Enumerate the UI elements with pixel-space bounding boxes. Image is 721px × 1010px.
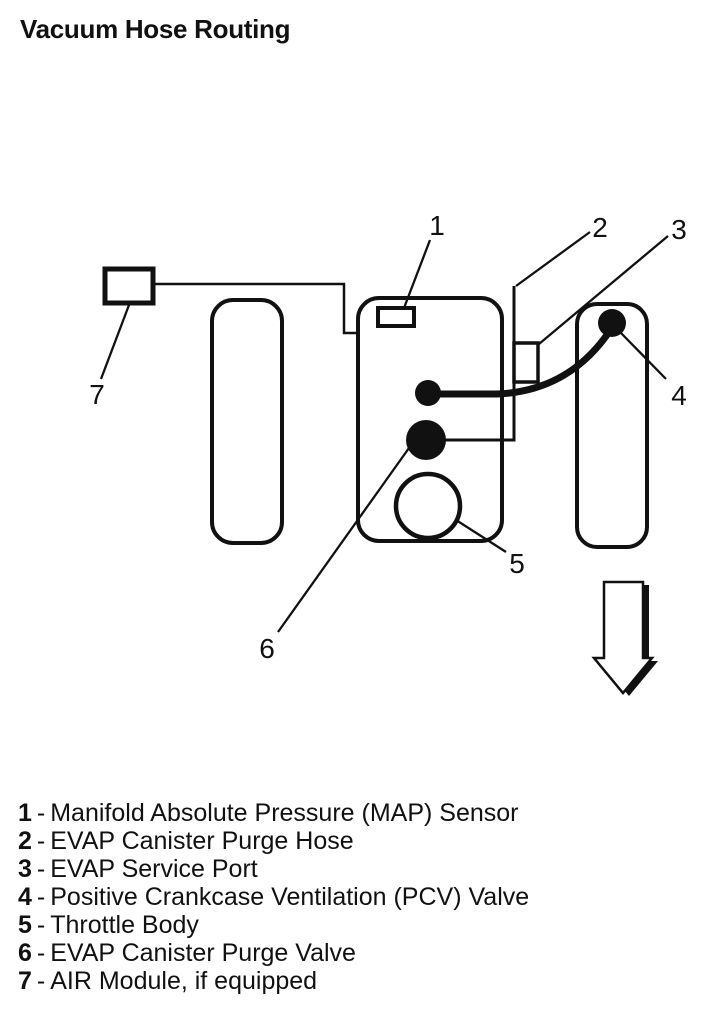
legend-item-label: AIR Module, if equipped [50,967,318,995]
legend-item: 5-Throttle Body [18,911,708,939]
legend-item-label: Throttle Body [50,911,199,939]
legend-item: 2-EVAP Canister Purge Hose [18,827,708,855]
down-arrow-icon [591,580,655,695]
purge-hose-pipe [428,286,516,442]
callout-line-1 [402,239,432,309]
callout-label-4: 4 [671,380,687,411]
legend-item-number: 3 [18,855,32,883]
legend-item-number: 7 [18,967,32,995]
legend-item-number: 1 [18,799,32,827]
legend-item: 6-EVAP Canister Purge Valve [18,939,708,967]
legend-item: 3-EVAP Service Port [18,855,708,883]
legend-item-label: EVAP Canister Purge Hose [50,827,354,855]
engine-body-outline [356,296,504,543]
legend-item-separator: - [36,799,46,827]
callout-label-2: 2 [592,212,608,243]
legend-item-separator: - [36,883,46,911]
callout-label-6: 6 [259,633,275,664]
legend-item: 4-Positive Crankcase Ventilation (PCV) V… [18,883,708,911]
callout-label-1: 1 [429,210,445,241]
callout-line-7 [99,304,131,380]
legend-item-label: EVAP Canister Purge Valve [50,939,356,967]
callout-line-3 [538,235,669,345]
callout-line-6 [277,447,410,633]
evap-service-port-box [512,341,540,384]
air-module-connector-line [153,282,360,335]
air-module-box [102,266,156,306]
legend-item-number: 4 [18,883,32,911]
purge-valve-dot [406,420,446,460]
legend-item-label: Manifold Absolute Pressure (MAP) Sensor [50,799,519,827]
legend-item-label: Positive Crankcase Ventilation (PCV) Val… [50,883,530,911]
page-title: Vacuum Hose Routing [20,14,291,44]
legend-item-separator: - [36,827,46,855]
legend-item-label: EVAP Service Port [50,855,258,883]
callout-label-5: 5 [509,548,525,579]
throttle-body-circle [393,471,463,541]
hose-fitting-dot [415,380,441,406]
legend-item: 7-AIR Module, if equipped [18,967,708,995]
callout-label-3: 3 [671,214,687,245]
legend-item-number: 2 [18,827,32,855]
map-sensor-box [376,306,416,328]
legend-item-number: 5 [18,911,32,939]
pcv-hose [424,325,615,398]
legend-item-separator: - [36,967,46,995]
callout-line-2 [515,231,591,287]
pcv-valve-dot [598,309,626,337]
legend-item-number: 6 [18,939,32,967]
legend-item-separator: - [36,855,46,883]
legend: 1-Manifold Absolute Pressure (MAP) Senso… [18,799,708,995]
legend-item-separator: - [36,911,46,939]
right-runner-outline [575,302,649,549]
callout-label-7: 7 [89,379,105,410]
left-runner-outline [210,298,284,545]
callout-line-5 [455,519,507,553]
legend-item: 1-Manifold Absolute Pressure (MAP) Senso… [18,799,708,827]
legend-item-separator: - [36,939,46,967]
callout-line-4 [620,332,667,380]
